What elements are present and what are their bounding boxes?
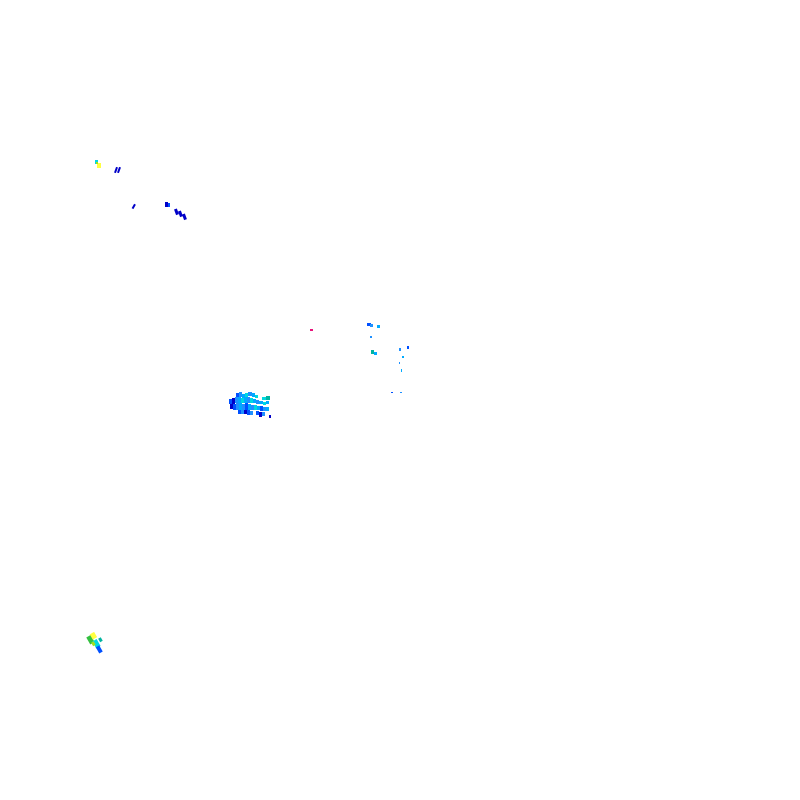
echo-cell — [399, 362, 400, 364]
echo-cell — [247, 410, 250, 415]
echo-cluster-southwest — [86, 631, 103, 654]
echo-cell — [114, 166, 118, 174]
echo-cell — [259, 401, 263, 404]
echo-cell — [242, 404, 245, 410]
echo-cell — [239, 392, 242, 397]
echo-cell — [178, 210, 183, 218]
echo-cell — [263, 402, 266, 405]
echo-cell — [248, 404, 251, 410]
echo-cell — [399, 348, 401, 351]
echo-cell — [247, 397, 250, 403]
echo-cell — [252, 393, 255, 397]
echo-cluster-north-strip — [131, 202, 187, 221]
echo-cell — [131, 203, 136, 210]
echo-cell — [377, 325, 380, 328]
echo-cell — [401, 369, 402, 372]
echo-cell — [391, 392, 393, 393]
echo-cell — [269, 415, 271, 418]
echo-cell — [254, 405, 257, 410]
echo-cell — [97, 163, 101, 168]
echo-cell — [174, 208, 179, 216]
echo-cluster-northwest — [95, 160, 121, 174]
echo-cell — [260, 406, 263, 411]
echo-cell — [250, 411, 253, 415]
echo-cell — [367, 323, 371, 326]
echo-cell — [165, 202, 168, 207]
echo-cell — [232, 398, 235, 404]
echo-cell — [266, 401, 269, 404]
echo-cluster-center — [310, 323, 409, 393]
echo-cell — [259, 412, 262, 417]
echo-cell — [96, 162, 98, 164]
echo-cell — [182, 213, 187, 221]
echo-cell — [251, 405, 254, 410]
echo-cell — [256, 411, 259, 415]
echo-cell — [245, 403, 248, 410]
echo-cell — [245, 393, 248, 397]
echo-cell — [244, 410, 247, 414]
echo-cell — [256, 400, 259, 404]
echo-cell — [239, 403, 242, 410]
echo-cell — [402, 356, 404, 358]
echo-cell — [253, 399, 256, 403]
echo-cell — [235, 397, 238, 403]
echo-cell — [310, 329, 313, 331]
echo-cell — [263, 407, 266, 411]
echo-cell — [98, 637, 103, 643]
echo-cell — [244, 397, 247, 403]
echo-cell — [117, 166, 121, 174]
echo-cell — [370, 324, 373, 327]
echo-cell — [91, 641, 96, 647]
echo-cell — [255, 395, 258, 398]
echo-cell — [236, 403, 239, 410]
echo-cell — [95, 645, 103, 654]
echo-cell — [233, 404, 236, 410]
echo-cell — [241, 410, 244, 414]
echo-cell — [229, 399, 232, 404]
echo-cell — [89, 631, 98, 640]
echo-cell — [266, 407, 269, 411]
echo-cell — [262, 397, 266, 400]
echo-cell — [238, 410, 241, 414]
echo-cell — [262, 412, 265, 416]
echo-cell — [238, 397, 241, 403]
echo-cell — [374, 352, 377, 355]
echo-cell — [248, 392, 252, 396]
echo-cell — [230, 404, 233, 409]
echo-cluster-main — [229, 392, 271, 418]
echo-cell — [370, 336, 372, 338]
echo-cell — [400, 392, 402, 393]
echo-cell — [407, 346, 409, 349]
echo-cell — [371, 350, 374, 354]
echo-cell — [242, 394, 245, 398]
echo-cell — [250, 398, 253, 403]
echo-cell — [241, 398, 244, 403]
echo-cell — [168, 203, 170, 207]
echo-cell — [266, 396, 270, 400]
echo-cell — [257, 406, 260, 410]
echo-cell — [236, 393, 239, 397]
